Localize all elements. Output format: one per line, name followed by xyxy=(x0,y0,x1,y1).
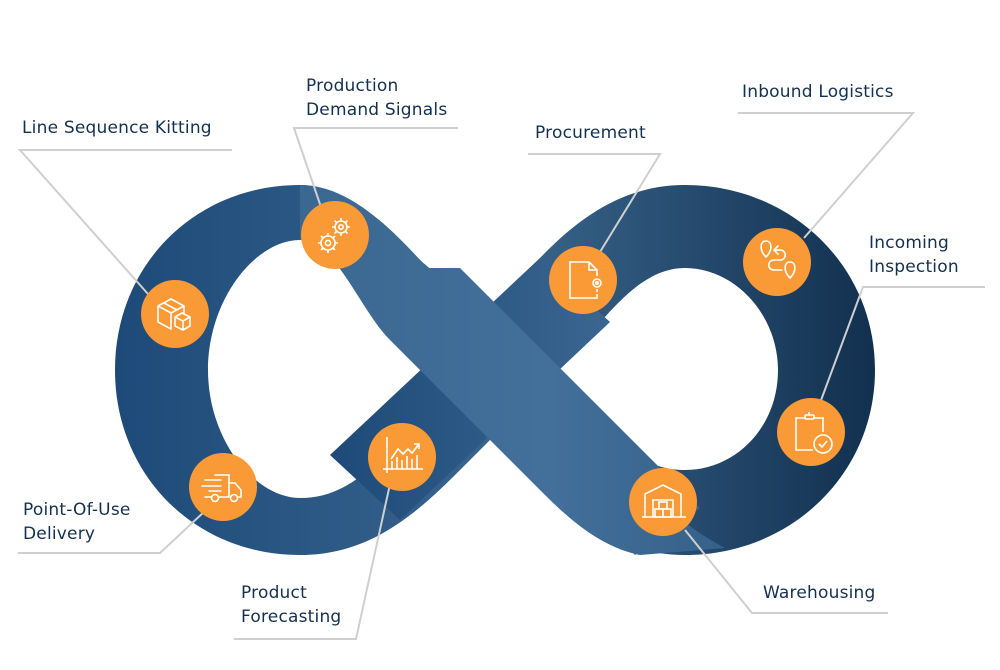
label-point-of-use-delivery: Point-Of-Use Delivery xyxy=(23,498,131,546)
node-product-forecasting[interactable] xyxy=(368,423,436,491)
node-warehousing[interactable] xyxy=(629,468,697,536)
label-line-sequence-kitting: Line Sequence Kitting xyxy=(22,116,212,140)
boxes-icon xyxy=(157,298,191,331)
label-product-forecasting: Product Forecasting xyxy=(241,581,341,629)
label-incoming-inspection: Incoming Inspection xyxy=(869,231,959,279)
label-line: Delivery xyxy=(23,524,96,544)
clipboard-check-icon xyxy=(795,412,833,454)
node-inbound-logistics[interactable] xyxy=(743,228,811,296)
leader-line-kitting xyxy=(17,149,232,295)
leader-line-procurement xyxy=(528,153,662,253)
node-line-sequence-kitting[interactable] xyxy=(141,280,209,348)
leader-line-inspection xyxy=(819,286,985,404)
node-procurement[interactable] xyxy=(549,246,617,314)
node-point-of-use-delivery[interactable] xyxy=(189,453,257,521)
descending-band-core xyxy=(395,268,700,555)
leader-lines xyxy=(17,112,985,640)
leader-line-warehousing xyxy=(684,529,888,614)
gears-icon xyxy=(318,218,350,253)
label-line: Production xyxy=(306,76,399,96)
route-pins-icon xyxy=(760,240,796,280)
label-line: Warehousing xyxy=(763,583,876,603)
label-line: Point-Of-Use xyxy=(23,500,131,520)
leader-line-delivery xyxy=(18,510,206,554)
label-line: Incoming xyxy=(869,233,949,253)
label-line: Inbound Logistics xyxy=(742,82,894,102)
node-incoming-inspection[interactable] xyxy=(777,398,845,466)
leader-line-production xyxy=(292,127,458,211)
label-line: Inspection xyxy=(869,257,959,277)
label-production-demand-signals: Production Demand Signals xyxy=(306,74,447,122)
label-line: Line Sequence Kitting xyxy=(22,118,212,138)
delivery-truck-icon xyxy=(201,474,242,503)
label-warehousing: Warehousing xyxy=(763,581,876,605)
node-production-demand-signals[interactable] xyxy=(301,201,369,269)
label-line: Procurement xyxy=(535,123,646,143)
leader-line-inbound xyxy=(738,112,916,239)
label-inbound-logistics: Inbound Logistics xyxy=(742,80,894,104)
label-line: Product xyxy=(241,583,307,603)
chart-growth-icon xyxy=(383,437,423,473)
label-line: Forecasting xyxy=(241,607,342,627)
warehouse-icon xyxy=(642,484,686,518)
label-line: Demand Signals xyxy=(306,100,448,120)
leader-line-forecasting xyxy=(234,474,393,640)
label-procurement: Procurement xyxy=(535,121,646,145)
document-gear-icon xyxy=(569,261,602,299)
